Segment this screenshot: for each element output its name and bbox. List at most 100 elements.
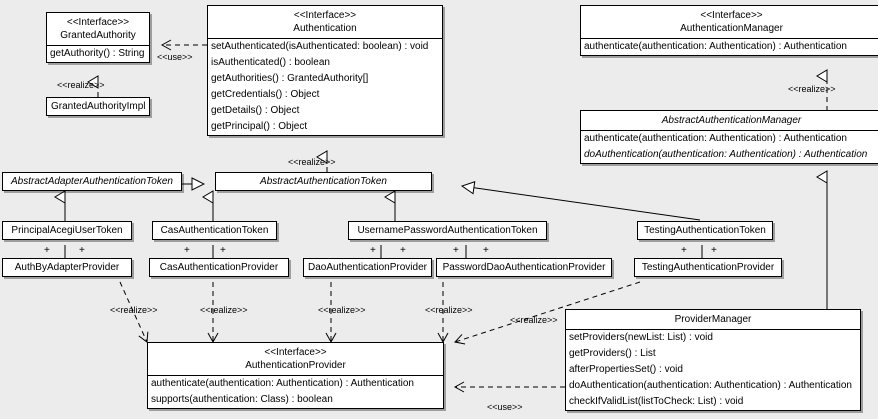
- class-header: <<Interface>> GrantedAuthority: [47, 13, 149, 45]
- class-box-granted-authority[interactable]: <<Interface>> GrantedAuthority getAuthor…: [46, 12, 150, 63]
- class-stereotype: <<Interface>>: [700, 10, 763, 21]
- class-header: AuthByAdapterProvider: [3, 259, 131, 276]
- operation: authenticate(authentication: Authenticat…: [584, 133, 847, 144]
- edge-label-use-provider-manager: <<use>>: [487, 402, 523, 412]
- class-header: TestingAuthenticationToken: [638, 222, 772, 239]
- operations-compartment: authenticate(authentication: Authenticat…: [581, 130, 878, 163]
- class-header: AbstractAuthenticationManager: [581, 111, 878, 130]
- class-box-abstract-authentication-manager[interactable]: AbstractAuthenticationManager authentica…: [580, 110, 878, 164]
- class-box-dao-authentication-provider[interactable]: DaoAuthenticationProvider: [303, 258, 432, 277]
- class-header: <<Interface>> Authentication: [208, 6, 442, 38]
- operation: setProviders(newList: List) : void: [569, 332, 713, 343]
- class-name: UsernamePasswordAuthenticationToken: [357, 225, 538, 236]
- association-marker-plus: +: [220, 245, 226, 256]
- operations-compartment: authenticate(authentication: Authenticat…: [581, 38, 878, 55]
- edge-label-realize-cas: <<realize>>: [200, 305, 248, 315]
- class-name: AbstractAuthenticationToken: [260, 176, 387, 187]
- class-name: CasAuthenticationToken: [160, 225, 269, 236]
- class-stereotype: <<Interface>>: [66, 17, 130, 28]
- class-box-auth-by-adapter-provider[interactable]: AuthByAdapterProvider: [2, 258, 132, 277]
- class-name: PrincipalAcegiUserToken: [11, 225, 123, 236]
- class-name: AuthenticationManager: [680, 23, 783, 34]
- edge-label-realize-auth-by-adapter: <<realize>>: [110, 305, 158, 315]
- edge-label-realize-granted-authority-impl: <<realize>>: [57, 80, 105, 90]
- class-box-testing-authentication-token[interactable]: TestingAuthenticationToken: [637, 221, 773, 240]
- operation: getDetails() : Object: [211, 105, 300, 116]
- class-name: CasAuthenticationProvider: [159, 262, 279, 273]
- class-header: PasswordDaoAuthenticationProvider: [437, 259, 611, 276]
- class-name: TestingAuthenticationProvider: [641, 262, 775, 273]
- class-box-abstract-authentication-token[interactable]: AbstractAuthenticationToken: [215, 172, 432, 191]
- class-name: AuthByAdapterProvider: [14, 262, 120, 273]
- class-header: GrantedAuthorityImpl: [47, 98, 149, 115]
- association-marker-plus: +: [44, 245, 50, 256]
- operations-compartment: authenticate(authentication: Authenticat…: [148, 375, 443, 408]
- operation: getPrincipal() : Object: [211, 121, 308, 132]
- class-box-granted-authority-impl[interactable]: GrantedAuthorityImpl: [46, 97, 150, 116]
- class-box-authentication-manager[interactable]: <<Interface>> AuthenticationManager auth…: [580, 5, 878, 56]
- class-header: ProviderManager: [566, 310, 860, 329]
- class-box-cas-authentication-provider[interactable]: CasAuthenticationProvider: [149, 258, 289, 277]
- operations-compartment: setAuthenticated(isAuthenticated: boolea…: [208, 38, 442, 135]
- class-box-abstract-adapter-authentication-token[interactable]: AbstractAdapterAuthenticationToken: [2, 172, 182, 191]
- class-name: GrantedAuthorityImpl: [51, 101, 146, 112]
- operation: checkIfValidList(listToCheck: List) : vo…: [569, 396, 744, 407]
- operation: authenticate(authentication: Authenticat…: [584, 41, 847, 52]
- operations-compartment: setProviders(newList: List) : void getPr…: [566, 329, 860, 410]
- association-marker-plus: +: [681, 245, 687, 256]
- edge-label-realize-dao: <<realize>>: [318, 305, 366, 315]
- class-box-cas-authentication-token[interactable]: CasAuthenticationToken: [152, 221, 277, 240]
- class-name: GrantedAuthority: [60, 30, 136, 41]
- edge-label-realize-abstract-authentication-token: <<realize>>: [288, 157, 336, 167]
- operation: afterPropertiesSet() : void: [569, 364, 683, 375]
- association-marker-plus: +: [79, 245, 85, 256]
- class-header: <<Interface>> AuthenticationManager: [581, 6, 878, 38]
- class-header: <<Interface>> AuthenticationProvider: [148, 343, 443, 375]
- class-stereotype: <<Interface>>: [293, 10, 357, 21]
- class-box-username-password-authentication-token[interactable]: UsernamePasswordAuthenticationToken: [348, 221, 547, 240]
- operation: setAuthenticated(isAuthenticated: boolea…: [211, 41, 429, 52]
- association-marker-plus: +: [711, 245, 717, 256]
- class-box-provider-manager[interactable]: ProviderManager setProviders(newList: Li…: [565, 309, 861, 411]
- class-name: AbstractAuthenticationManager: [661, 115, 802, 126]
- class-name: PasswordDaoAuthenticationProvider: [442, 262, 606, 273]
- edge-label-realize-testing: <<realize>>: [510, 315, 558, 325]
- class-box-testing-authentication-provider[interactable]: TestingAuthenticationProvider: [634, 258, 782, 277]
- class-name: AuthenticationProvider: [245, 360, 346, 371]
- class-header: AbstractAdapterAuthenticationToken: [3, 173, 181, 190]
- operation: authenticate(authentication: Authenticat…: [151, 378, 414, 389]
- edge-label-realize-password-dao: <<realize>>: [425, 305, 473, 315]
- class-box-principal-acegi-user-token[interactable]: PrincipalAcegiUserToken: [2, 221, 132, 240]
- class-header: CasAuthenticationProvider: [150, 259, 288, 276]
- operation: isAuthenticated() : boolean: [211, 57, 330, 68]
- operation: getProviders() : List: [569, 348, 656, 359]
- operation: doAuthentication(authentication: Authent…: [584, 149, 868, 160]
- operation: supports(authentication: Class) : boolea…: [151, 394, 333, 405]
- class-header: DaoAuthenticationProvider: [304, 259, 431, 276]
- association-marker-plus: +: [370, 245, 376, 256]
- class-header: TestingAuthenticationProvider: [635, 259, 781, 276]
- class-header: CasAuthenticationToken: [153, 222, 276, 239]
- class-header: PrincipalAcegiUserToken: [3, 222, 131, 239]
- class-name: Authentication: [293, 23, 357, 34]
- class-name: ProviderManager: [674, 314, 752, 325]
- operations-compartment: getAuthority() : String: [47, 45, 149, 62]
- class-box-authentication-provider[interactable]: <<Interface>> AuthenticationProvider aut…: [147, 342, 444, 409]
- class-header: AbstractAuthenticationToken: [216, 173, 431, 190]
- class-name: TestingAuthenticationToken: [644, 225, 766, 236]
- association-marker-plus: +: [453, 245, 459, 256]
- class-name: DaoAuthenticationProvider: [308, 262, 427, 273]
- class-name: AbstractAdapterAuthenticationToken: [11, 176, 173, 187]
- operation: getAuthority() : String: [50, 48, 145, 59]
- operation: getAuthorities() : GrantedAuthority[]: [211, 73, 369, 84]
- operation: getCredentials() : Object: [211, 89, 320, 100]
- class-stereotype: <<Interface>>: [264, 347, 327, 358]
- class-box-authentication[interactable]: <<Interface>> Authentication setAuthenti…: [207, 5, 443, 136]
- class-box-password-dao-authentication-provider[interactable]: PasswordDaoAuthenticationProvider: [436, 258, 612, 277]
- edge-label-use-granted-authority: <<use>>: [157, 52, 193, 62]
- edge-label-realize-abstract-authentication-manager: <<realize>>: [788, 84, 836, 94]
- association-marker-plus: +: [483, 245, 489, 256]
- association-marker-plus: +: [184, 245, 190, 256]
- class-header: UsernamePasswordAuthenticationToken: [349, 222, 546, 239]
